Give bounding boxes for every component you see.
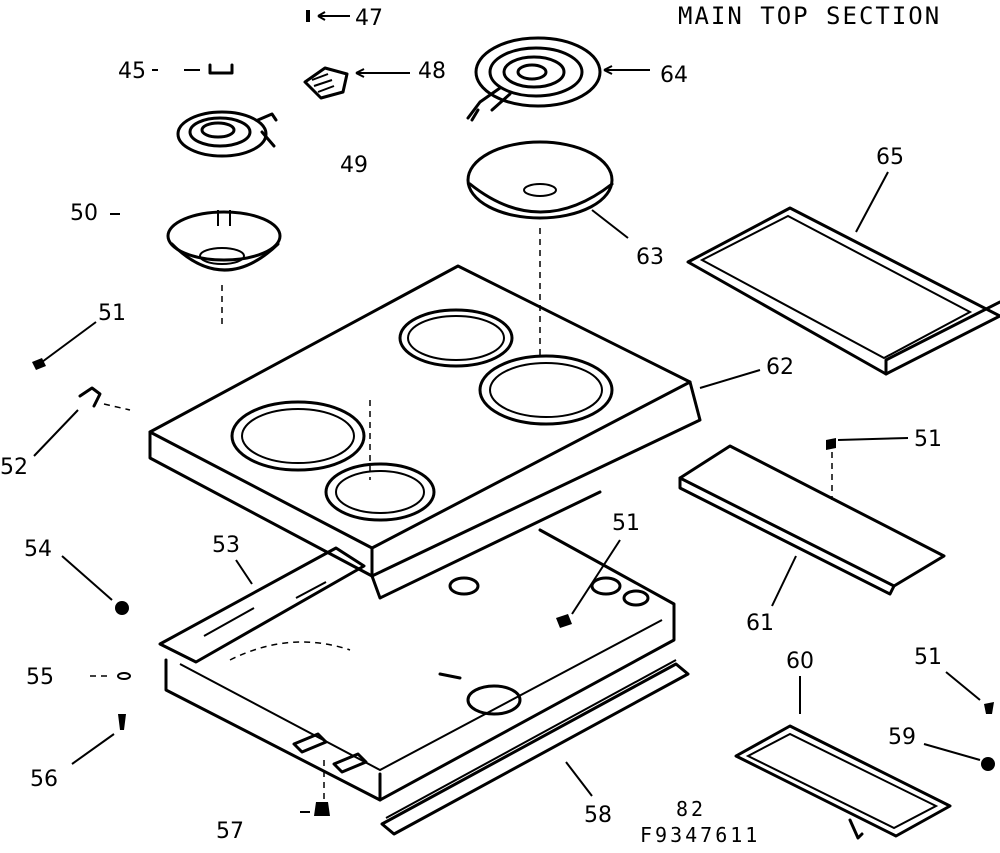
callout-61: 61 (746, 611, 774, 636)
part-48-terminal-block (303, 66, 410, 100)
part-61-rear-panel (678, 444, 946, 607)
callout-64: 64 (660, 63, 688, 88)
part-52-bracket (33, 386, 131, 457)
callout-50: 50 (70, 201, 98, 226)
diagram-title: MAIN TOP SECTION (678, 2, 941, 30)
callout-45: 45 (118, 59, 146, 84)
page-code: 82 (676, 797, 706, 821)
callout-59: 59 (888, 725, 916, 750)
part-50-small-drip-bowl (110, 210, 282, 325)
part-49-small-surface-element (176, 110, 278, 158)
callout-53: 53 (212, 533, 240, 558)
callout-52: 52 (0, 455, 28, 480)
callout-55: 55 (26, 665, 54, 690)
callout-57: 57 (216, 819, 244, 844)
part-51-screw-center (556, 539, 621, 628)
callout-51-far-right: 51 (914, 645, 942, 670)
callout-54: 54 (24, 537, 52, 562)
part-51-screw-upper-right (826, 437, 909, 500)
callout-49: 49 (340, 153, 368, 178)
part-62-main-top (148, 264, 761, 600)
part-57-screw (300, 760, 330, 816)
callout-51-left: 51 (98, 301, 126, 326)
range-body-chassis (164, 528, 676, 802)
part-65-cover (686, 171, 1000, 376)
part-53-side-rail (158, 546, 366, 664)
part-60-trim-frame (734, 676, 952, 840)
part-54-grommet (61, 555, 129, 615)
callout-58: 58 (584, 803, 612, 828)
callout-60: 60 (786, 649, 814, 674)
part-51-screw-left (32, 321, 97, 370)
callout-51-upper-right: 51 (914, 427, 942, 452)
part-59-fastener (923, 743, 995, 771)
callout-62: 62 (766, 355, 794, 380)
part-45-clip (152, 63, 234, 75)
part-58-front-strip (380, 659, 690, 836)
callout-63: 63 (636, 245, 664, 270)
part-51-screw-far-right (945, 671, 994, 714)
callout-56: 56 (30, 767, 58, 792)
callout-51-center: 51 (612, 511, 640, 536)
callout-47: 47 (355, 6, 383, 31)
part-63-large-drip-bowl (466, 140, 629, 360)
part-55-spacer (90, 672, 131, 680)
drawing-number: F9347611 (640, 823, 760, 847)
callout-48: 48 (418, 59, 446, 84)
callout-65: 65 (876, 145, 904, 170)
part-47-screw (306, 10, 350, 22)
part-56-screw (71, 714, 126, 765)
part-64-large-surface-element (466, 36, 650, 122)
